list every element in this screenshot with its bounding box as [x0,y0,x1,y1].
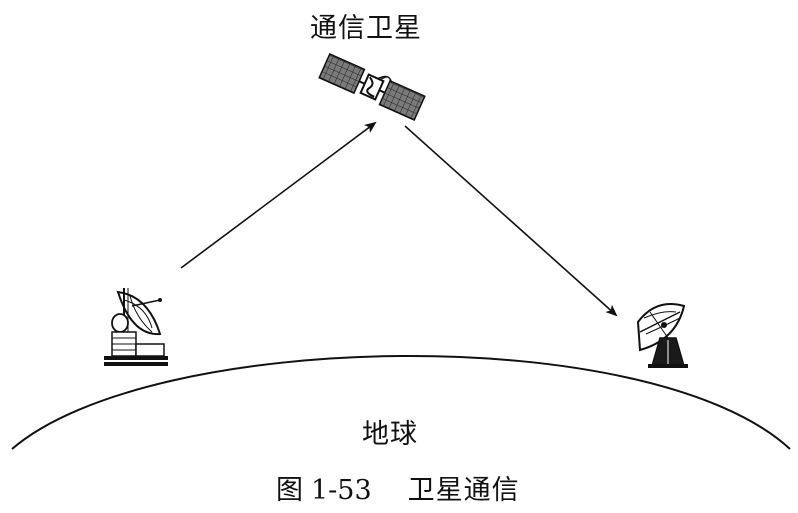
earth-surface-curve [11,355,791,450]
dish-antenna-icon [636,303,688,368]
satellite-icon [318,52,426,122]
caption-title: 卫星通信 [407,475,520,506]
uplink-arrow [180,121,377,269]
downlink-arrow [404,125,618,317]
caption-prefix: 图 [276,475,303,506]
earth-label: 地球 [362,419,418,450]
figure-caption: 图 1-53 卫星通信 [276,468,520,507]
satellite-label: 通信卫星 [310,13,422,44]
ground-station-antenna-icon [104,288,168,366]
caption-number: 1-53 [311,475,372,506]
